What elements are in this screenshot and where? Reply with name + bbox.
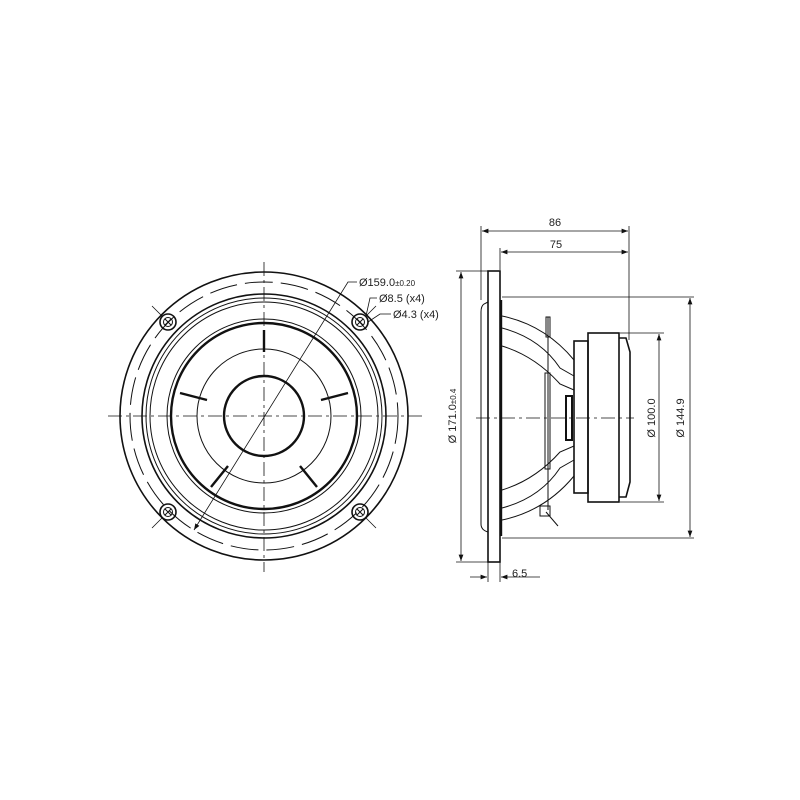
callout-outer-hole: Ø8.5 (x4) [379, 293, 425, 305]
front-view: Ø159.0±0.20 Ø8.5 (x4) Ø4.3 (x4) [108, 262, 439, 572]
cone-edge [169, 321, 359, 511]
surround-inner [149, 301, 379, 531]
dim-depth-behind-flange: 75 [550, 239, 562, 251]
basket-spokes [179, 330, 349, 488]
surround-mid [145, 297, 383, 535]
frame-outer-edge [119, 271, 409, 561]
screw-hole-icon [159, 503, 177, 521]
leader-outer-hole [365, 297, 377, 317]
magnet [573, 332, 631, 503]
mounting-holes [151, 305, 377, 529]
flange [487, 270, 501, 563]
callout-inner-hole: Ø4.3 (x4) [393, 309, 439, 321]
bolt-circle [129, 281, 399, 551]
side-view: 86 75 6.5 Ø 171.0±0.4 Ø 100.0 Ø 144.9 [447, 217, 694, 582]
gasket [480, 301, 489, 533]
dimension-lines [456, 226, 694, 582]
surround-outer [141, 293, 387, 539]
screw-hole-icon [351, 313, 369, 331]
leader-bolt-circle [193, 281, 357, 531]
cone-edge-outer [166, 318, 362, 514]
screw-hole-icon [351, 503, 369, 521]
dim-flange-thickness: 6.5 [512, 568, 527, 580]
screw-hole-icon [159, 313, 177, 331]
basket [501, 315, 575, 527]
dim-outer-dia: Ø 171.0±0.4 [447, 388, 459, 443]
dim-overall-depth: 86 [549, 217, 561, 229]
dim-magnet-dia: Ø 100.0 [646, 398, 658, 437]
dim-cutout-dia: Ø 144.9 [675, 398, 687, 437]
callout-bolt-circle: Ø159.0±0.20 [359, 277, 416, 289]
dust-cap [222, 374, 306, 458]
leader-inner-hole [367, 313, 391, 323]
